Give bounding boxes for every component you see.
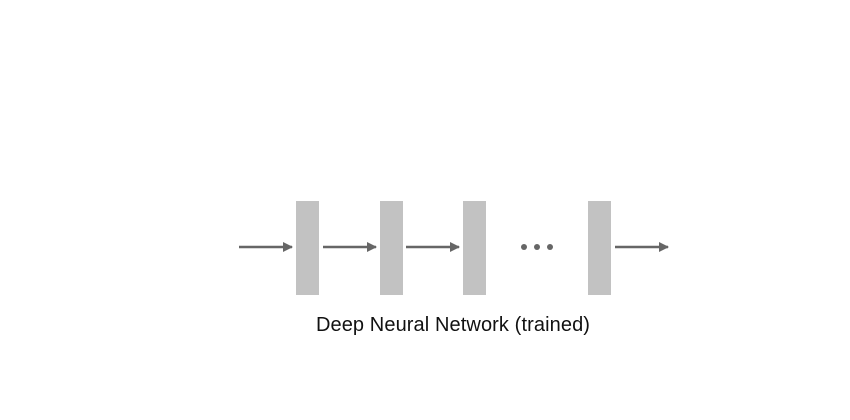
ellipsis-icon xyxy=(521,244,553,250)
layer-block-1 xyxy=(296,201,319,295)
layer-block-2 xyxy=(380,201,403,295)
diagram-caption: Deep Neural Network (trained) xyxy=(315,314,591,336)
ellipsis-dot-3 xyxy=(547,244,553,250)
ellipsis-dot-1 xyxy=(521,244,527,250)
ellipsis-dot-2 xyxy=(534,244,540,250)
layer-block-last xyxy=(588,201,611,295)
layer-block-3 xyxy=(463,201,486,295)
